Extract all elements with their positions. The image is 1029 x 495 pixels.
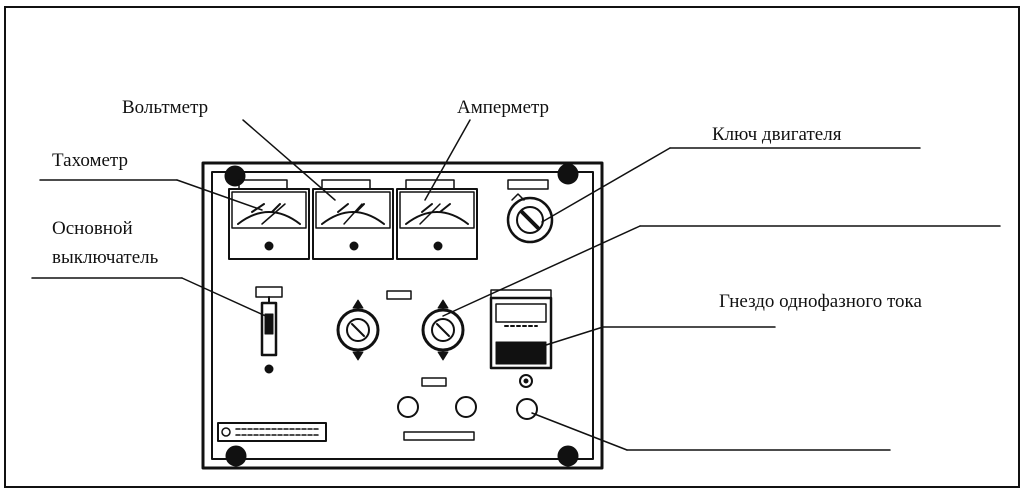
main-switch [255, 286, 283, 374]
label-main-switch-line2: выключатель [52, 247, 159, 268]
label-engine-key: Ключ двигателя [712, 124, 842, 145]
corner-bolt-top-right [557, 163, 579, 185]
label-ammeter: Амперметр [457, 97, 550, 118]
panel-inner-border [211, 171, 594, 460]
corner-bolt-top-left [224, 165, 246, 187]
label-main-switch-line1: Основной [52, 218, 133, 239]
single-phase-socket-box [489, 289, 553, 388]
output-terminal-2 [455, 396, 477, 418]
ammeter-gauge [396, 188, 478, 260]
label-tachometer: Тахометр [52, 150, 128, 171]
voltmeter-gauge [312, 188, 394, 260]
corner-bolt-bottom-right [557, 445, 579, 467]
panel-outer-border [201, 161, 604, 470]
twist-lock-socket-right [421, 299, 465, 361]
twist-lock-socket-left [336, 299, 380, 361]
leader-lines [31, 119, 1001, 451]
engine-key-switch [506, 193, 554, 244]
nameplate [217, 422, 327, 442]
label-single-phase-socket: Гнездо однофазного тока [719, 291, 922, 312]
output-terminal-3 [516, 398, 538, 420]
output-terminal-1 [397, 396, 419, 418]
corner-bolt-bottom-left [225, 445, 247, 467]
tachometer-gauge [228, 188, 310, 260]
label-voltmeter: Вольтметр [122, 97, 209, 118]
diagram-frame [4, 6, 1020, 488]
